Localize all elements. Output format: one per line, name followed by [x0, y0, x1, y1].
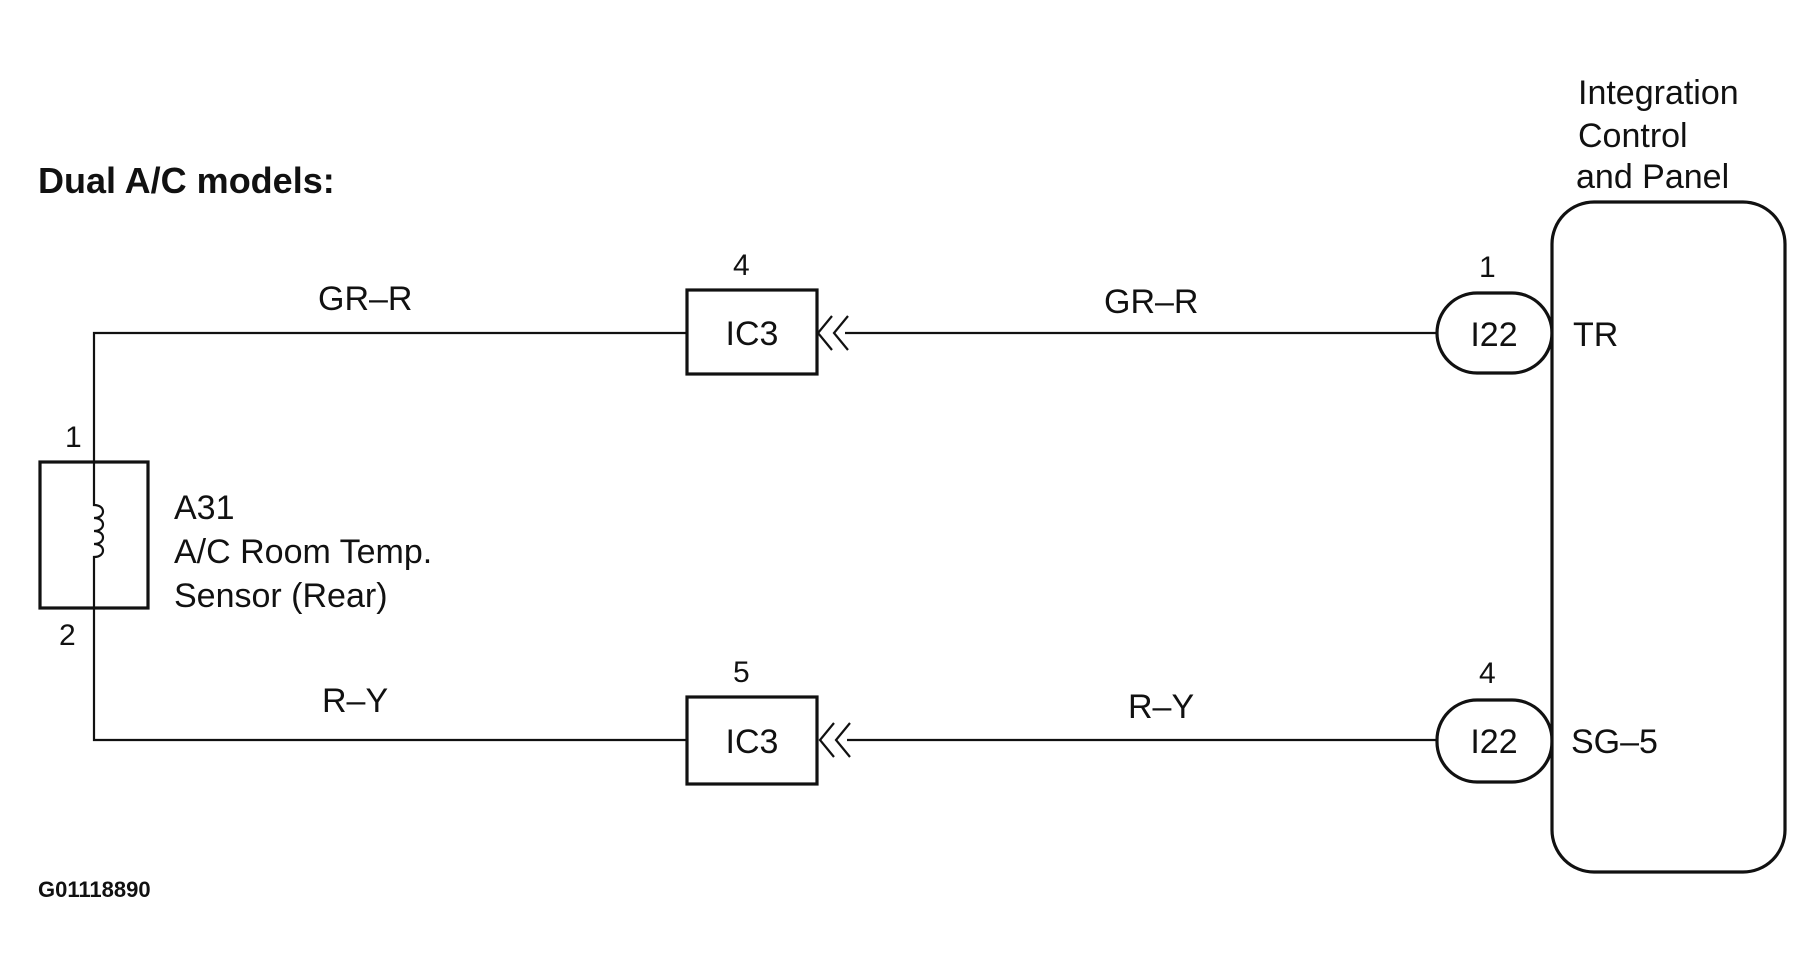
panel-title-line3: and Panel [1576, 158, 1729, 196]
connector-code-bottom: I22 [1470, 723, 1517, 761]
connector-arrow-icon-top [816, 315, 849, 351]
wire-gr-r-left [92, 331, 687, 462]
sensor-name-line1: A/C Room Temp. [174, 533, 432, 571]
junction-pin-top: 4 [733, 249, 750, 282]
sensor-pin-2: 2 [59, 619, 76, 652]
integration-control-panel-unit [1550, 200, 1787, 874]
connector-pin-top: 1 [1479, 251, 1496, 284]
wire-label-r-y-left: R–Y [322, 682, 388, 720]
panel-title-line2: Control [1578, 117, 1688, 155]
junction-code-bottom: IC3 [726, 723, 779, 761]
figure-id: G01118890 [38, 877, 151, 902]
wire-label-gr-r-right: GR–R [1104, 283, 1198, 321]
wire-label-gr-r-left: GR–R [318, 280, 412, 318]
panel-terminal-sg5: SG–5 [1571, 723, 1658, 761]
junction-pin-bottom: 5 [733, 656, 750, 689]
thermistor-coil-symbol [92, 462, 105, 608]
rear-room-temp-sensor [38, 460, 150, 610]
sensor-name-line2: Sensor (Rear) [174, 577, 388, 615]
wire-r-y-left [92, 608, 687, 742]
panel-terminal-tr: TR [1573, 316, 1618, 354]
diagram-heading: Dual A/C models: [38, 160, 335, 201]
junction-block-ic3-bottom [685, 695, 819, 786]
wire-label-r-y-right: R–Y [1128, 688, 1194, 726]
sensor-code: A31 [174, 489, 235, 527]
connector-pin-bottom: 4 [1479, 657, 1496, 690]
sensor-pin-1: 1 [65, 421, 82, 454]
junction-block-ic3-top [685, 288, 819, 376]
panel-title-line1: Integration [1578, 74, 1739, 112]
connector-arrow-icon-bottom [818, 722, 851, 758]
connector-code-top: I22 [1470, 316, 1517, 354]
junction-code-top: IC3 [726, 315, 779, 353]
